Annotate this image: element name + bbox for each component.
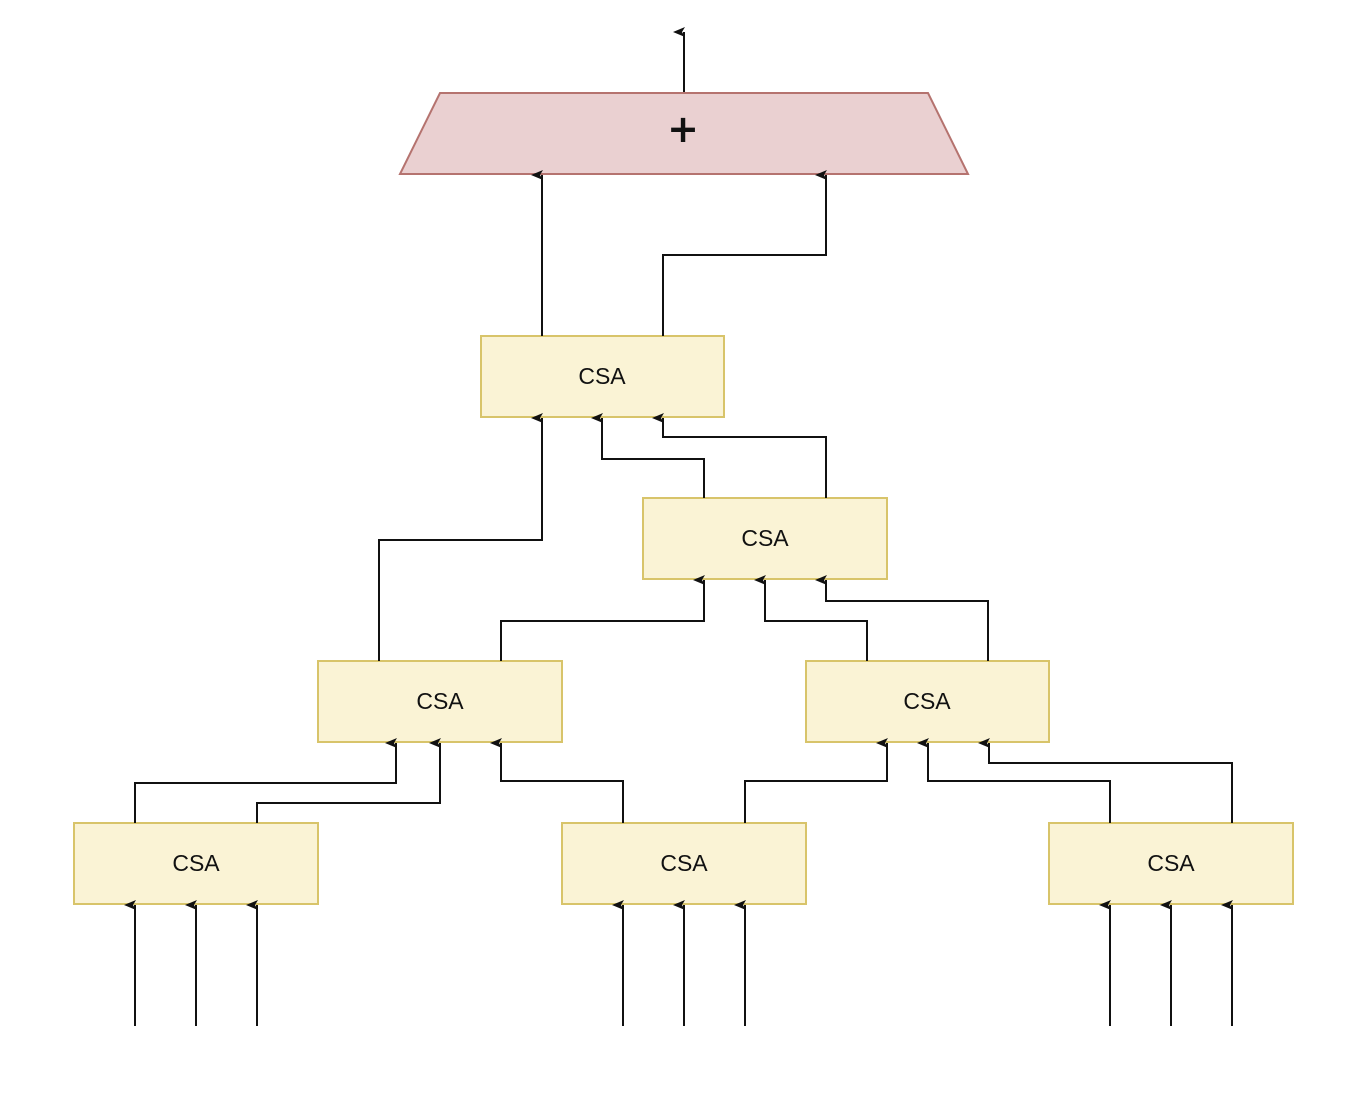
csa-label: CSA (660, 850, 708, 876)
bottom-center-carry-arrow (744, 738, 888, 823)
left-csa-sum-arrow (378, 413, 543, 661)
bottom-right-sum-arrow (917, 738, 1111, 823)
csa-block-bottom-right: CSA (1048, 822, 1294, 905)
csa-label: CSA (1147, 850, 1195, 876)
csa-label: CSA (903, 688, 951, 714)
csa-label: CSA (416, 688, 464, 714)
csa-block-bottom-left: CSA (73, 822, 319, 905)
csa-block-top: CSA (480, 335, 725, 418)
adder-shape (398, 92, 970, 175)
csa-label: CSA (741, 525, 789, 551)
bottom-left-carry-arrow (256, 738, 441, 823)
csa-label: CSA (172, 850, 220, 876)
left-csa-carry-arrow (500, 575, 705, 661)
wires (124, 27, 1233, 1026)
csa-block-right: CSA (805, 660, 1050, 743)
mid-csa-carry-arrow (652, 413, 827, 498)
right-csa-carry-arrow (815, 575, 989, 661)
csa-block-bottom-center: CSA (561, 822, 807, 905)
csa-block-left: CSA (317, 660, 563, 743)
mid-csa-sum-arrow (591, 413, 705, 498)
bottom-left-sum-arrow (134, 738, 397, 823)
bottom-center-sum-arrow (490, 738, 624, 823)
adder-label: + (667, 107, 699, 151)
final-adder: + (398, 92, 970, 175)
csa-label: CSA (578, 363, 626, 389)
right-csa-sum-arrow (754, 575, 868, 661)
csa-block-mid: CSA (642, 497, 888, 580)
top-csa-carry-arrow (662, 170, 827, 336)
bottom-right-carry-arrow (978, 738, 1233, 823)
